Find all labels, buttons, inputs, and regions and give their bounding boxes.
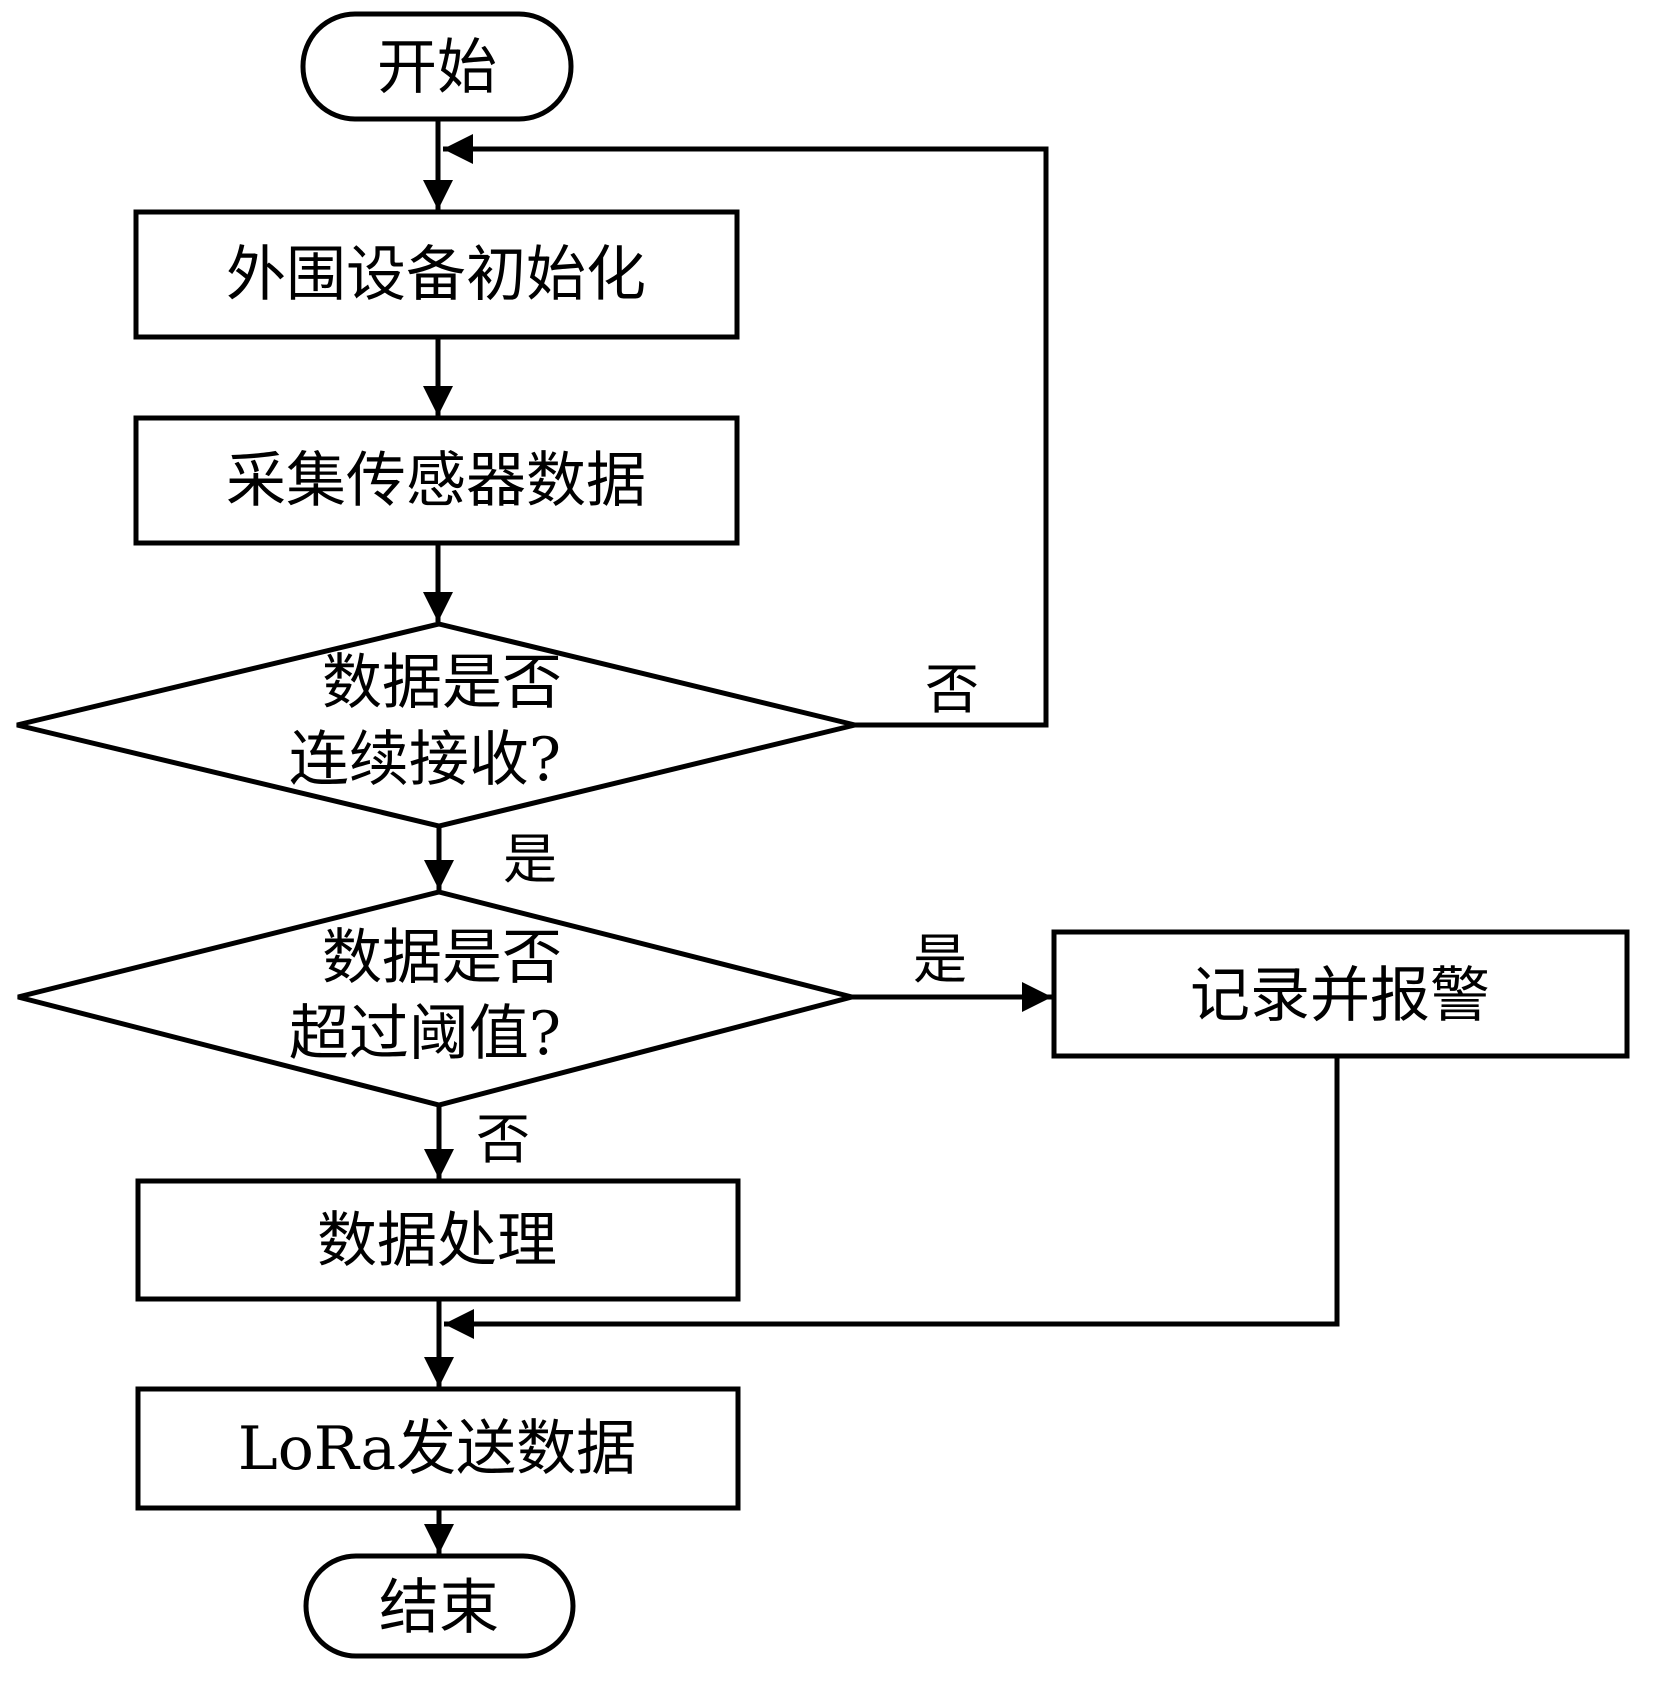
decision1-no-label: 否 — [925, 658, 979, 721]
decision-continuous-line1: 数据是否 — [322, 648, 562, 718]
alarm-label: 记录并报警 — [1190, 961, 1490, 1031]
collect-label: 采集传感器数据 — [226, 446, 646, 516]
decision2-no-label: 否 — [476, 1108, 530, 1171]
process-node: 数据处理 — [135, 1178, 741, 1302]
send-node: LoRa发送数据 — [135, 1386, 741, 1511]
edge-decision1-no-loop — [443, 134, 1049, 728]
process-label: 数据处理 — [317, 1206, 557, 1276]
start-node: 开始 — [300, 11, 574, 122]
decision1-yes-label: 是 — [503, 828, 557, 891]
init-label: 外围设备初始化 — [226, 240, 646, 310]
collect-node: 采集传感器数据 — [133, 415, 740, 546]
init-node: 外围设备初始化 — [133, 209, 740, 340]
start-label: 开始 — [377, 33, 497, 103]
edge-alarm-merge — [444, 1056, 1340, 1339]
decision-continuous-line2: 连续接收? — [289, 725, 561, 795]
decision-threshold-line2: 超过阈值? — [289, 999, 561, 1069]
alarm-node: 记录并报警 — [1051, 929, 1630, 1059]
decision-threshold-line1: 数据是否 — [322, 923, 562, 993]
decision2-yes-label: 是 — [913, 928, 967, 991]
end-label: 结束 — [379, 1573, 499, 1643]
decision-continuous-node: 数据是否 连续接收? — [16, 621, 856, 829]
send-label: LoRa发送数据 — [238, 1414, 636, 1484]
decision-threshold-node: 数据是否 超过阈值? — [17, 889, 853, 1108]
end-node: 结束 — [303, 1553, 576, 1659]
